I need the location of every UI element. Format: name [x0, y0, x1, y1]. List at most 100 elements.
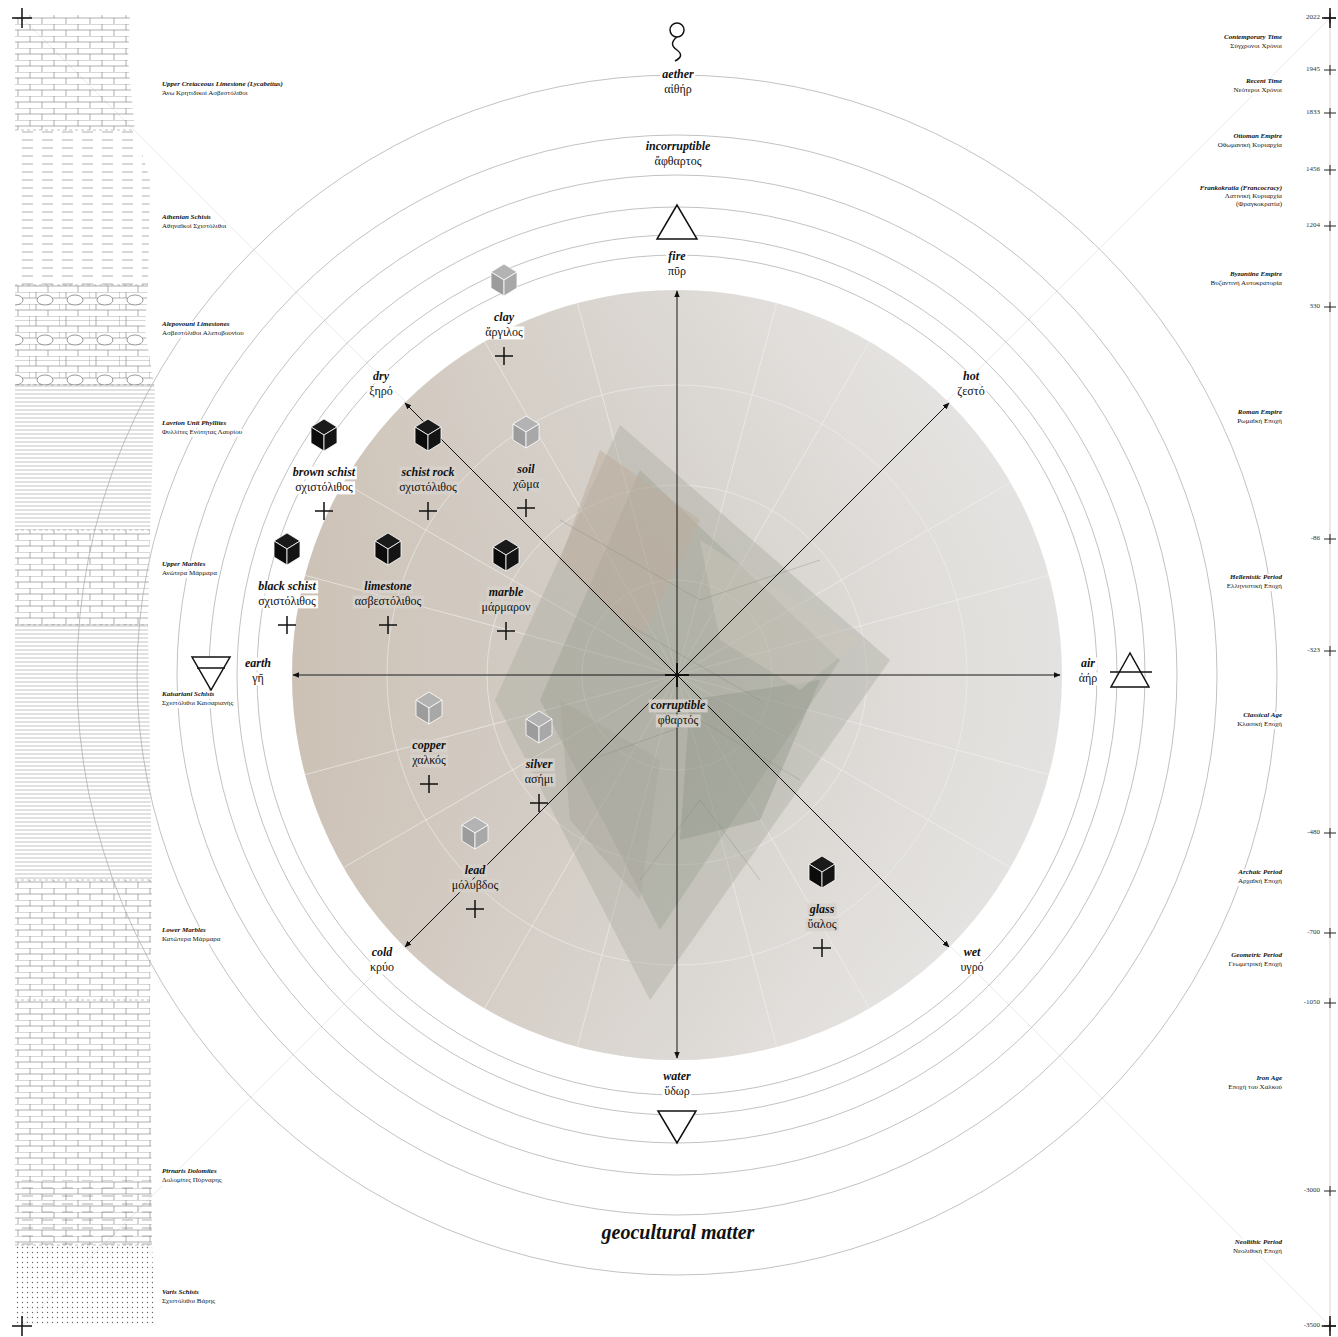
date-label: 1945	[1304, 66, 1322, 74]
material-cube	[809, 856, 835, 888]
stratigraphic-column	[15, 15, 160, 1326]
material-label: χῶμα	[511, 478, 541, 491]
date-label: 330	[1308, 303, 1323, 311]
element-label: αἰθήρ	[662, 83, 694, 96]
material-cube	[415, 419, 441, 451]
material-label: σχιστόλιθος	[397, 481, 459, 494]
period-label: Εποχή του Χαλκού	[1226, 1084, 1284, 1092]
diagram-title: geocultural matter	[600, 1221, 757, 1243]
timeline-tick	[1324, 302, 1336, 312]
period-label: Αρχαϊκή Εποχή	[1236, 878, 1284, 886]
material-label: black schist	[256, 580, 318, 593]
stratum-label: Άνω Κρητιδικοί Ασβεστόλιθοι	[160, 90, 250, 98]
date-label: 1204	[1304, 222, 1322, 230]
element-label: aether	[660, 68, 695, 81]
material-label: μάρμαρον	[480, 601, 533, 614]
material-label: soil	[515, 463, 536, 476]
period-label: Geometric Period	[1229, 952, 1284, 960]
period-label: Frankokratia (Francocracy)	[1198, 185, 1284, 193]
material-cube	[491, 264, 517, 296]
date-label: 1456	[1304, 166, 1322, 174]
stratum-label: Athenian Schists	[160, 214, 213, 222]
stratum-label: Ανώτερα Μάρμαρα	[160, 570, 219, 578]
stratum-label: Lavrion Unit Phyllites	[160, 420, 228, 428]
period-label: Byzantine Empire	[1228, 271, 1284, 279]
element-label: γῆ	[250, 672, 266, 685]
element-label: ἄφθαρτος	[653, 155, 704, 168]
timeline-tick	[1324, 646, 1336, 656]
material-label: σχιστόλιθος	[293, 481, 355, 494]
material-cube	[416, 692, 442, 724]
material-label: σχιστόλιθος	[256, 595, 318, 608]
period-label: Λατινική Κυριαρχία (Φραγκοκρατία)	[1200, 193, 1284, 208]
rock-collage	[495, 425, 890, 1000]
material-cube	[462, 817, 488, 849]
stratum-label: Alepovouni Limestones	[160, 321, 231, 329]
material-label: ασήμι	[523, 773, 556, 786]
date-label: 1833	[1304, 109, 1322, 117]
stratum-label: Αθηναϊκοί Σχιστόλιθοι	[160, 223, 228, 231]
material-marker	[813, 939, 831, 957]
timeline-tick	[1324, 165, 1336, 175]
material-marker	[517, 499, 535, 517]
material-label: ὕαλος	[806, 918, 839, 931]
material-cube	[526, 711, 552, 743]
material-cube	[311, 419, 337, 451]
period-label: Contemporary Time	[1222, 34, 1284, 42]
timeline-tick	[1324, 534, 1336, 544]
material-marker	[466, 900, 484, 918]
stratum-label: Σχιστόλιθοι Καισαριανής	[160, 700, 235, 708]
element-label: dry	[371, 370, 391, 383]
period-label: Ρωμαϊκή Εποχή	[1235, 418, 1284, 426]
material-cube	[513, 416, 539, 448]
timeline-tick	[1324, 828, 1336, 838]
period-label: Ελληνιστική Εποχή	[1225, 583, 1284, 591]
material-marker	[278, 616, 296, 634]
material-label: marble	[487, 586, 526, 599]
material-label: χαλκός	[410, 754, 448, 767]
material-marker	[419, 502, 437, 520]
stratum-label: Δολομίτες Πύρναρης	[160, 1177, 224, 1185]
date-label: -3500	[1302, 1322, 1322, 1330]
material-label: copper	[410, 739, 447, 752]
element-label: ἀήρ	[1077, 672, 1100, 685]
date-label: -1050	[1302, 999, 1322, 1007]
material-label: schist rock	[399, 466, 456, 479]
stratum-label: Σχιστόλιθοι Βάρης	[160, 1298, 217, 1306]
timeline-tick	[1324, 108, 1336, 118]
stratum-label: Ασβεστόλιθοι Αλεποβουνίου	[160, 330, 246, 338]
period-label: Hellenistic Period	[1228, 574, 1284, 582]
element-label: corruptible	[649, 699, 708, 712]
stratum-label: Κατώτερα Μάρμαρα	[160, 936, 223, 944]
element-label: ξηρό	[367, 385, 395, 398]
material-marker	[379, 616, 397, 634]
timeline-tick	[1324, 221, 1336, 231]
material-cube	[493, 539, 519, 571]
date-label: -3000	[1302, 1187, 1322, 1195]
element-label: πῦρ	[666, 265, 688, 278]
date-label: -86	[1309, 535, 1322, 543]
material-label: limestone	[362, 580, 413, 593]
period-label: Neolithic Period	[1233, 1239, 1284, 1247]
period-label: Recent Time	[1244, 78, 1284, 86]
element-label: cold	[370, 946, 395, 959]
material-label: lead	[463, 864, 488, 877]
element-label: κρύο	[368, 961, 396, 974]
element-label: water	[661, 1070, 692, 1083]
period-label: Κλασική Εποχή	[1235, 721, 1284, 729]
stratum-label: Upper Cretaceous Limestone (Lycabettus)	[160, 81, 285, 89]
material-label: clay	[492, 311, 516, 324]
material-marker	[495, 347, 513, 365]
period-label: Archaic Period	[1236, 869, 1284, 877]
element-label: wet	[962, 946, 983, 959]
element-label: air	[1079, 657, 1097, 670]
period-label: Βυζαντινή Αυτοκρατορία	[1209, 280, 1284, 288]
element-label: υγρό	[958, 961, 985, 974]
timeline-tick	[1324, 1186, 1336, 1196]
date-label: -480	[1305, 829, 1322, 837]
period-label: Γεωμετρική Εποχή	[1227, 961, 1285, 969]
material-marker	[420, 775, 438, 793]
timeline-tick	[1324, 65, 1336, 75]
material-marker	[497, 622, 515, 640]
